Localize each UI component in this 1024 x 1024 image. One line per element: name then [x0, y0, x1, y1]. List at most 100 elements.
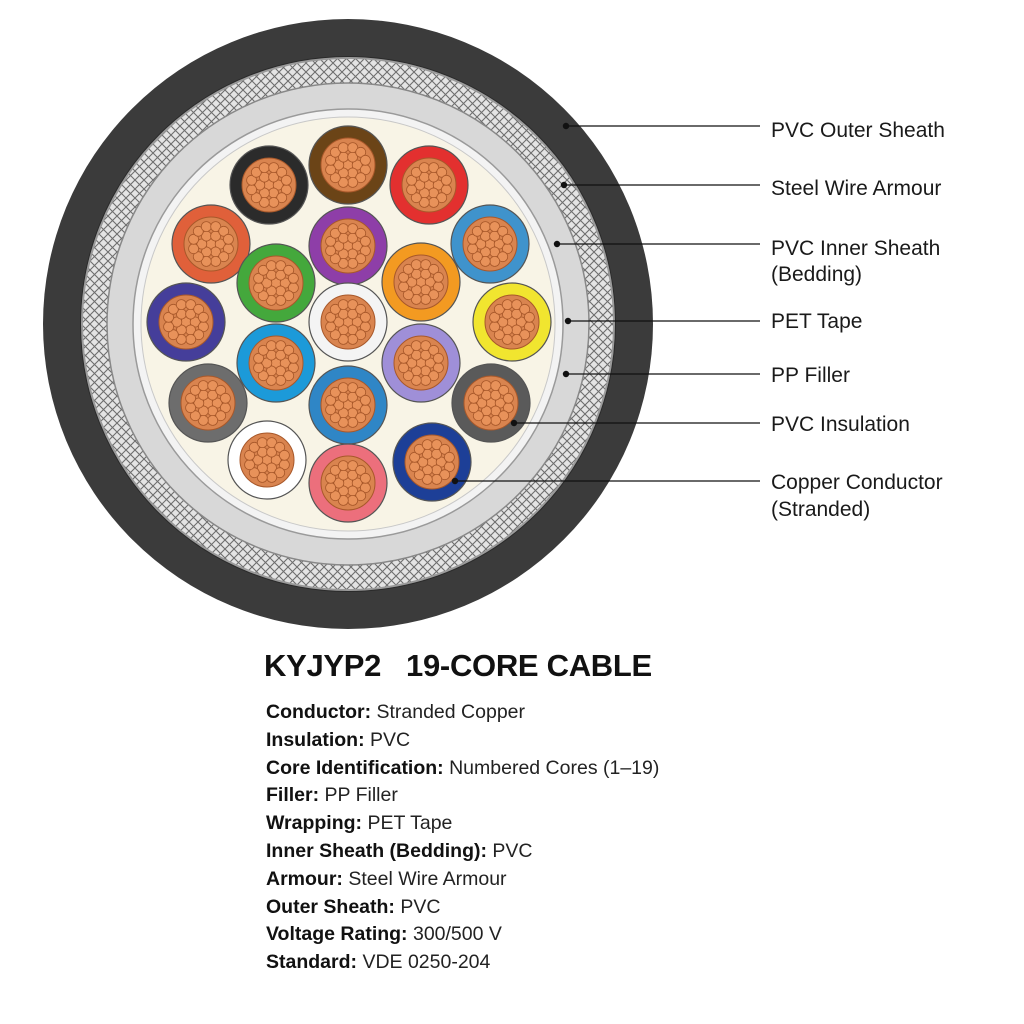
copper-strand — [355, 146, 367, 158]
copper-strand — [347, 142, 359, 154]
copper-strand — [431, 473, 443, 485]
copper-strand — [275, 260, 287, 272]
copper-strand — [410, 340, 422, 352]
copper-strand — [501, 333, 513, 345]
copper-strand — [279, 277, 291, 289]
copper-strand — [519, 303, 531, 315]
copper-strand — [257, 290, 269, 302]
copper-strand — [428, 289, 440, 301]
copper-strand — [417, 456, 429, 468]
copper-strand — [193, 303, 205, 315]
copper-strand — [355, 386, 367, 398]
copper-strand — [266, 471, 278, 483]
copper-strand — [435, 456, 447, 468]
copper-strand — [409, 461, 421, 473]
copper-strand — [268, 162, 280, 174]
spec-value: PP Filler — [324, 784, 398, 807]
copper-strand — [185, 392, 197, 404]
copper-strand — [511, 299, 523, 311]
copper-strand — [218, 251, 230, 263]
spec-insulation: Insulation: PVC — [266, 727, 659, 755]
core-6 — [381, 242, 461, 322]
copper-strand — [479, 221, 491, 233]
copper-strand — [329, 490, 341, 502]
copper-strand — [420, 259, 432, 271]
label-armour: Steel Wire Armour — [771, 177, 941, 200]
copper-strand — [347, 257, 359, 269]
core-17 — [227, 420, 307, 500]
copper-strand — [440, 174, 452, 186]
armour-shading — [81, 57, 615, 591]
copper-strand — [253, 362, 265, 374]
core-12 — [236, 323, 316, 403]
copper-strand — [265, 260, 277, 272]
copper-strand — [428, 196, 440, 208]
copper-strand — [337, 494, 349, 506]
spec-value: PVC — [400, 895, 441, 918]
copper-strand — [280, 174, 292, 186]
copper-strand — [489, 255, 501, 267]
copper-strand — [472, 410, 484, 422]
copper-strand — [329, 146, 341, 158]
copper-strand — [359, 311, 371, 323]
copper-strand — [167, 329, 179, 341]
copper-strand — [489, 321, 501, 333]
copper-strand — [185, 402, 197, 414]
copper-strand — [278, 449, 290, 461]
copper-strand — [283, 264, 295, 276]
copper-strand — [246, 184, 258, 196]
copper-strand — [439, 443, 451, 455]
copper-strand — [351, 240, 363, 252]
cores-group — [146, 125, 552, 523]
label-inner-sheath: PVC Inner Sheath (Bedding) — [771, 237, 946, 286]
copper-strand — [192, 251, 204, 263]
copper-strand — [261, 277, 273, 289]
copper-strand — [325, 164, 337, 176]
copper-strand — [248, 467, 260, 479]
copper-strand — [439, 469, 451, 481]
copper-strand — [283, 290, 295, 302]
copper-strand — [192, 225, 204, 237]
core-13 — [381, 323, 461, 403]
dot-inner-sheath — [553, 240, 561, 248]
callout-labels: PVC Outer Sheath Steel Wire Armour PVC I… — [771, 119, 946, 521]
copper-strand — [410, 259, 422, 271]
spec-value: Steel Wire Armour — [348, 867, 507, 890]
spec-label: Standard: — [266, 951, 358, 974]
label-pp-filler: PP Filler — [771, 364, 850, 387]
copper-strand — [479, 255, 491, 267]
core-16 — [451, 363, 531, 443]
copper-strand — [337, 223, 349, 235]
copper-strand — [476, 397, 488, 409]
copper-strand — [211, 397, 223, 409]
copper-strand — [347, 333, 359, 345]
dot-outer-sheath — [562, 122, 570, 130]
copper-strand — [167, 303, 179, 315]
copper-strand — [265, 374, 277, 386]
copper-strand — [420, 374, 432, 386]
core-4 — [171, 204, 251, 284]
copper-strand — [329, 227, 341, 239]
spec-wrapping: Wrapping: PET Tape — [266, 810, 659, 838]
core-5 — [308, 206, 388, 286]
copper-strand — [207, 414, 219, 426]
copper-strand — [250, 192, 262, 204]
spec-conductor: Conductor: Stranded Copper — [266, 699, 659, 727]
core-2 — [308, 125, 388, 205]
copper-strand — [359, 394, 371, 406]
dot-pp-filler — [562, 370, 570, 378]
core-15 — [308, 365, 388, 445]
copper-strand — [347, 223, 359, 235]
copper-strand — [418, 196, 430, 208]
copper-strand — [185, 333, 197, 345]
spec-value: Stranded Copper — [376, 701, 526, 723]
copper-strand — [244, 449, 256, 461]
copper-strand — [480, 380, 492, 392]
copper-strand — [337, 176, 349, 188]
copper-strand — [275, 340, 287, 352]
core-1 — [229, 145, 309, 225]
copper-strand — [333, 159, 345, 171]
copper-strand — [274, 467, 286, 479]
copper-strand — [355, 253, 367, 265]
copper-strand — [359, 472, 371, 484]
